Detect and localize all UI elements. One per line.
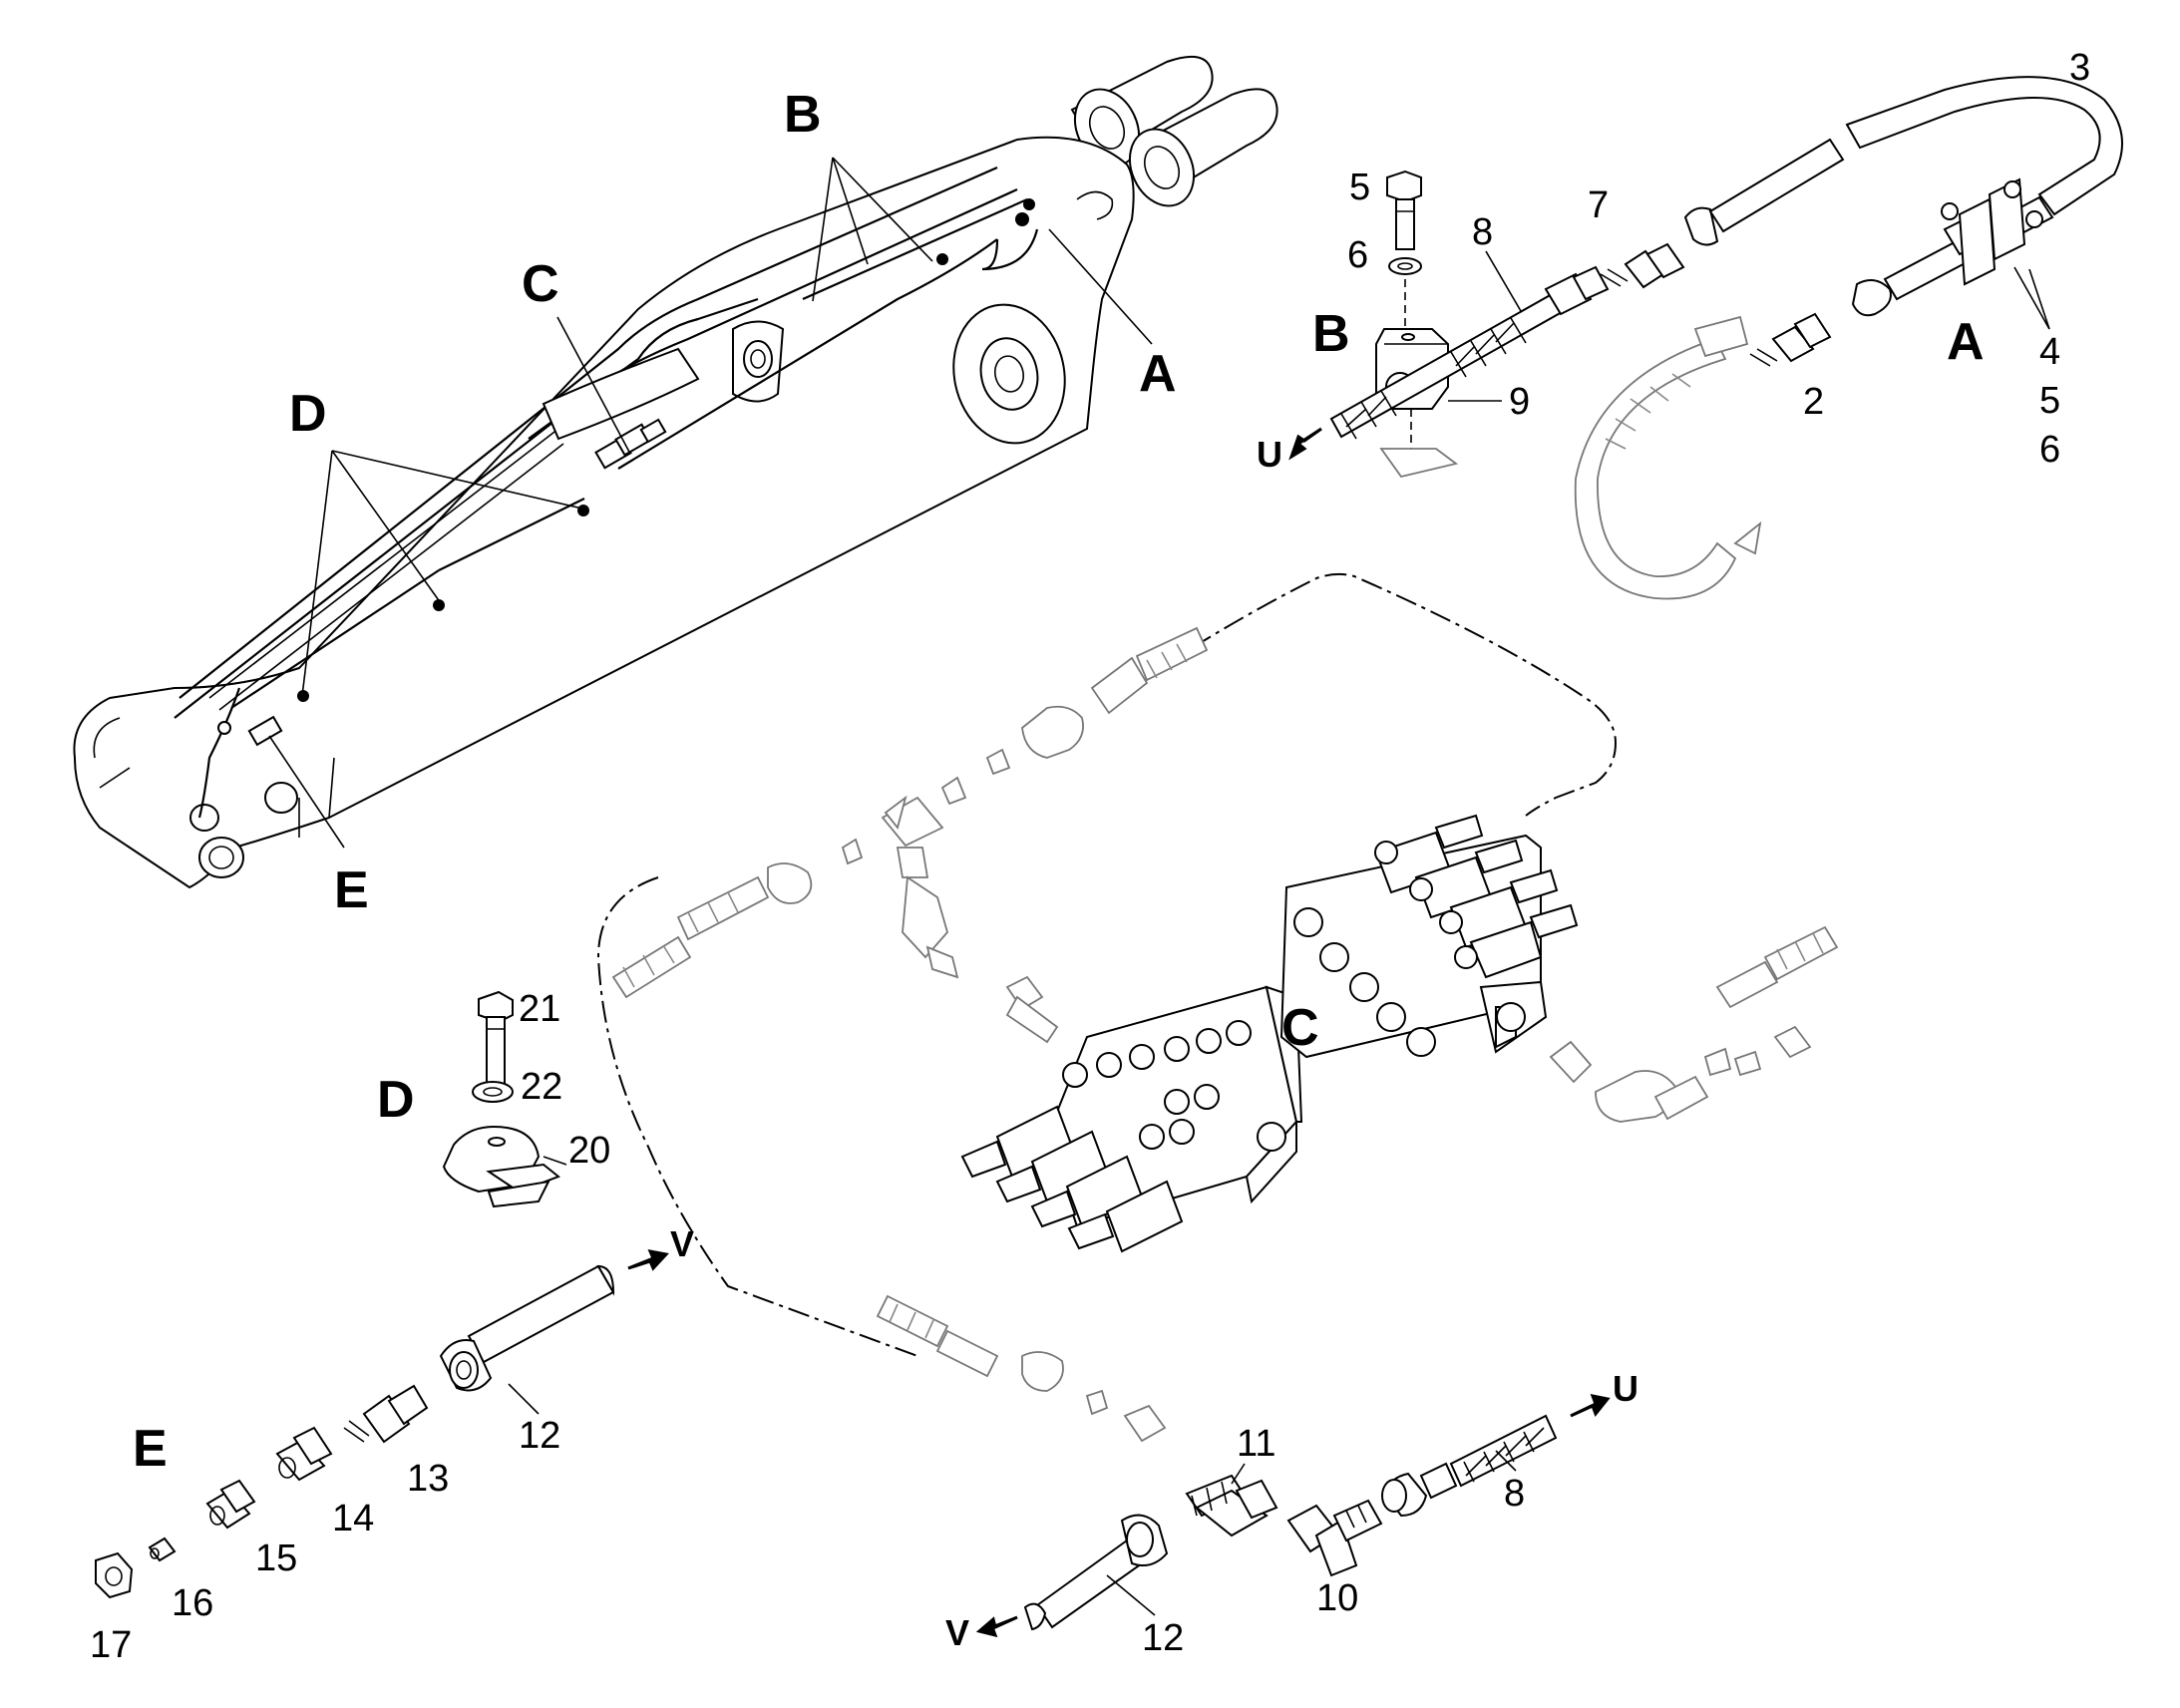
flow-marker-v-top: V [670, 1223, 694, 1264]
part-label-2: 2 [1803, 381, 1824, 423]
fitting-13 [343, 1384, 429, 1444]
fitting-14 [275, 1426, 333, 1482]
nut-17 [95, 1551, 134, 1599]
pipe-12-left [439, 1264, 615, 1392]
dash-line-right [1191, 572, 1618, 817]
part-label-10: 10 [1316, 1577, 1358, 1619]
part-label-5-b: 5 [1349, 167, 1370, 208]
distributor-block-back [1279, 814, 1579, 1059]
part-label-22: 22 [521, 1066, 562, 1108]
fitting-16 [148, 1537, 177, 1562]
flow-marker-u-top: U [1257, 434, 1282, 475]
arrow-v-top [627, 1249, 669, 1271]
boom-label-c: C [522, 255, 559, 313]
detail-d-clamp [442, 990, 567, 1208]
detail-b-letter: B [1312, 305, 1350, 363]
fitting-7 [1600, 242, 1685, 289]
grey-u-hose [1574, 315, 1762, 600]
part-label-14: 14 [332, 1498, 374, 1539]
detail-c-letter: C [1281, 999, 1319, 1057]
boom-assembly [73, 55, 1278, 889]
arrow-u-bottom [1570, 1393, 1611, 1418]
part-label-20: 20 [568, 1130, 610, 1172]
boom-label-d: D [289, 385, 327, 443]
hose-8-bottom [1381, 1414, 1558, 1518]
arrow-u-top [1288, 427, 1322, 461]
boom-label-e: E [334, 861, 369, 919]
part-label-12-left: 12 [519, 1415, 560, 1457]
boom-leader-lines [268, 157, 1153, 849]
detail-d-letter: D [377, 1071, 415, 1129]
part-label-11: 11 [1237, 1423, 1275, 1465]
part-label-16: 16 [172, 1582, 213, 1624]
part-label-6-a: 6 [2039, 429, 2060, 471]
pipe-3 [1683, 76, 2123, 317]
part-label-9: 9 [1509, 381, 1530, 423]
arrow-v-bottom [975, 1615, 1018, 1638]
fitting-15 [205, 1479, 256, 1530]
flow-marker-u-bottom: U [1613, 1368, 1638, 1409]
pipe-12-bottom [1023, 1514, 1169, 1631]
part-label-12-bottom: 12 [1142, 1617, 1184, 1659]
distributor-block-front [960, 985, 1303, 1253]
part-label-7: 7 [1588, 184, 1609, 226]
detail-a-letter: A [1947, 313, 1985, 371]
dash-line-left [596, 876, 918, 1357]
part-label-8-bottom: 8 [1504, 1473, 1525, 1515]
part-label-13: 13 [407, 1458, 449, 1500]
fitting-2 [1749, 312, 1832, 367]
part-label-4: 4 [2039, 331, 2060, 373]
clamp-a [1941, 177, 2043, 286]
tee-11 [1185, 1474, 1278, 1537]
part-label-3: 3 [2069, 47, 2090, 89]
part-label-6-b: 6 [1347, 234, 1368, 276]
part-label-17: 17 [90, 1624, 132, 1666]
boom-label-a: A [1139, 345, 1177, 403]
flow-marker-v-bottom: V [945, 1612, 969, 1653]
c-network-fittings [611, 626, 1839, 1443]
part-label-21: 21 [519, 988, 560, 1030]
part-label-15: 15 [255, 1537, 297, 1579]
boom-label-b: B [784, 86, 822, 144]
elbow-10 [1286, 1499, 1383, 1577]
detail-e-letter: E [133, 1420, 168, 1478]
detail-b-bracket [1329, 170, 1610, 479]
part-label-8-top: 8 [1472, 211, 1493, 253]
part-label-5-a: 5 [2039, 380, 2060, 422]
